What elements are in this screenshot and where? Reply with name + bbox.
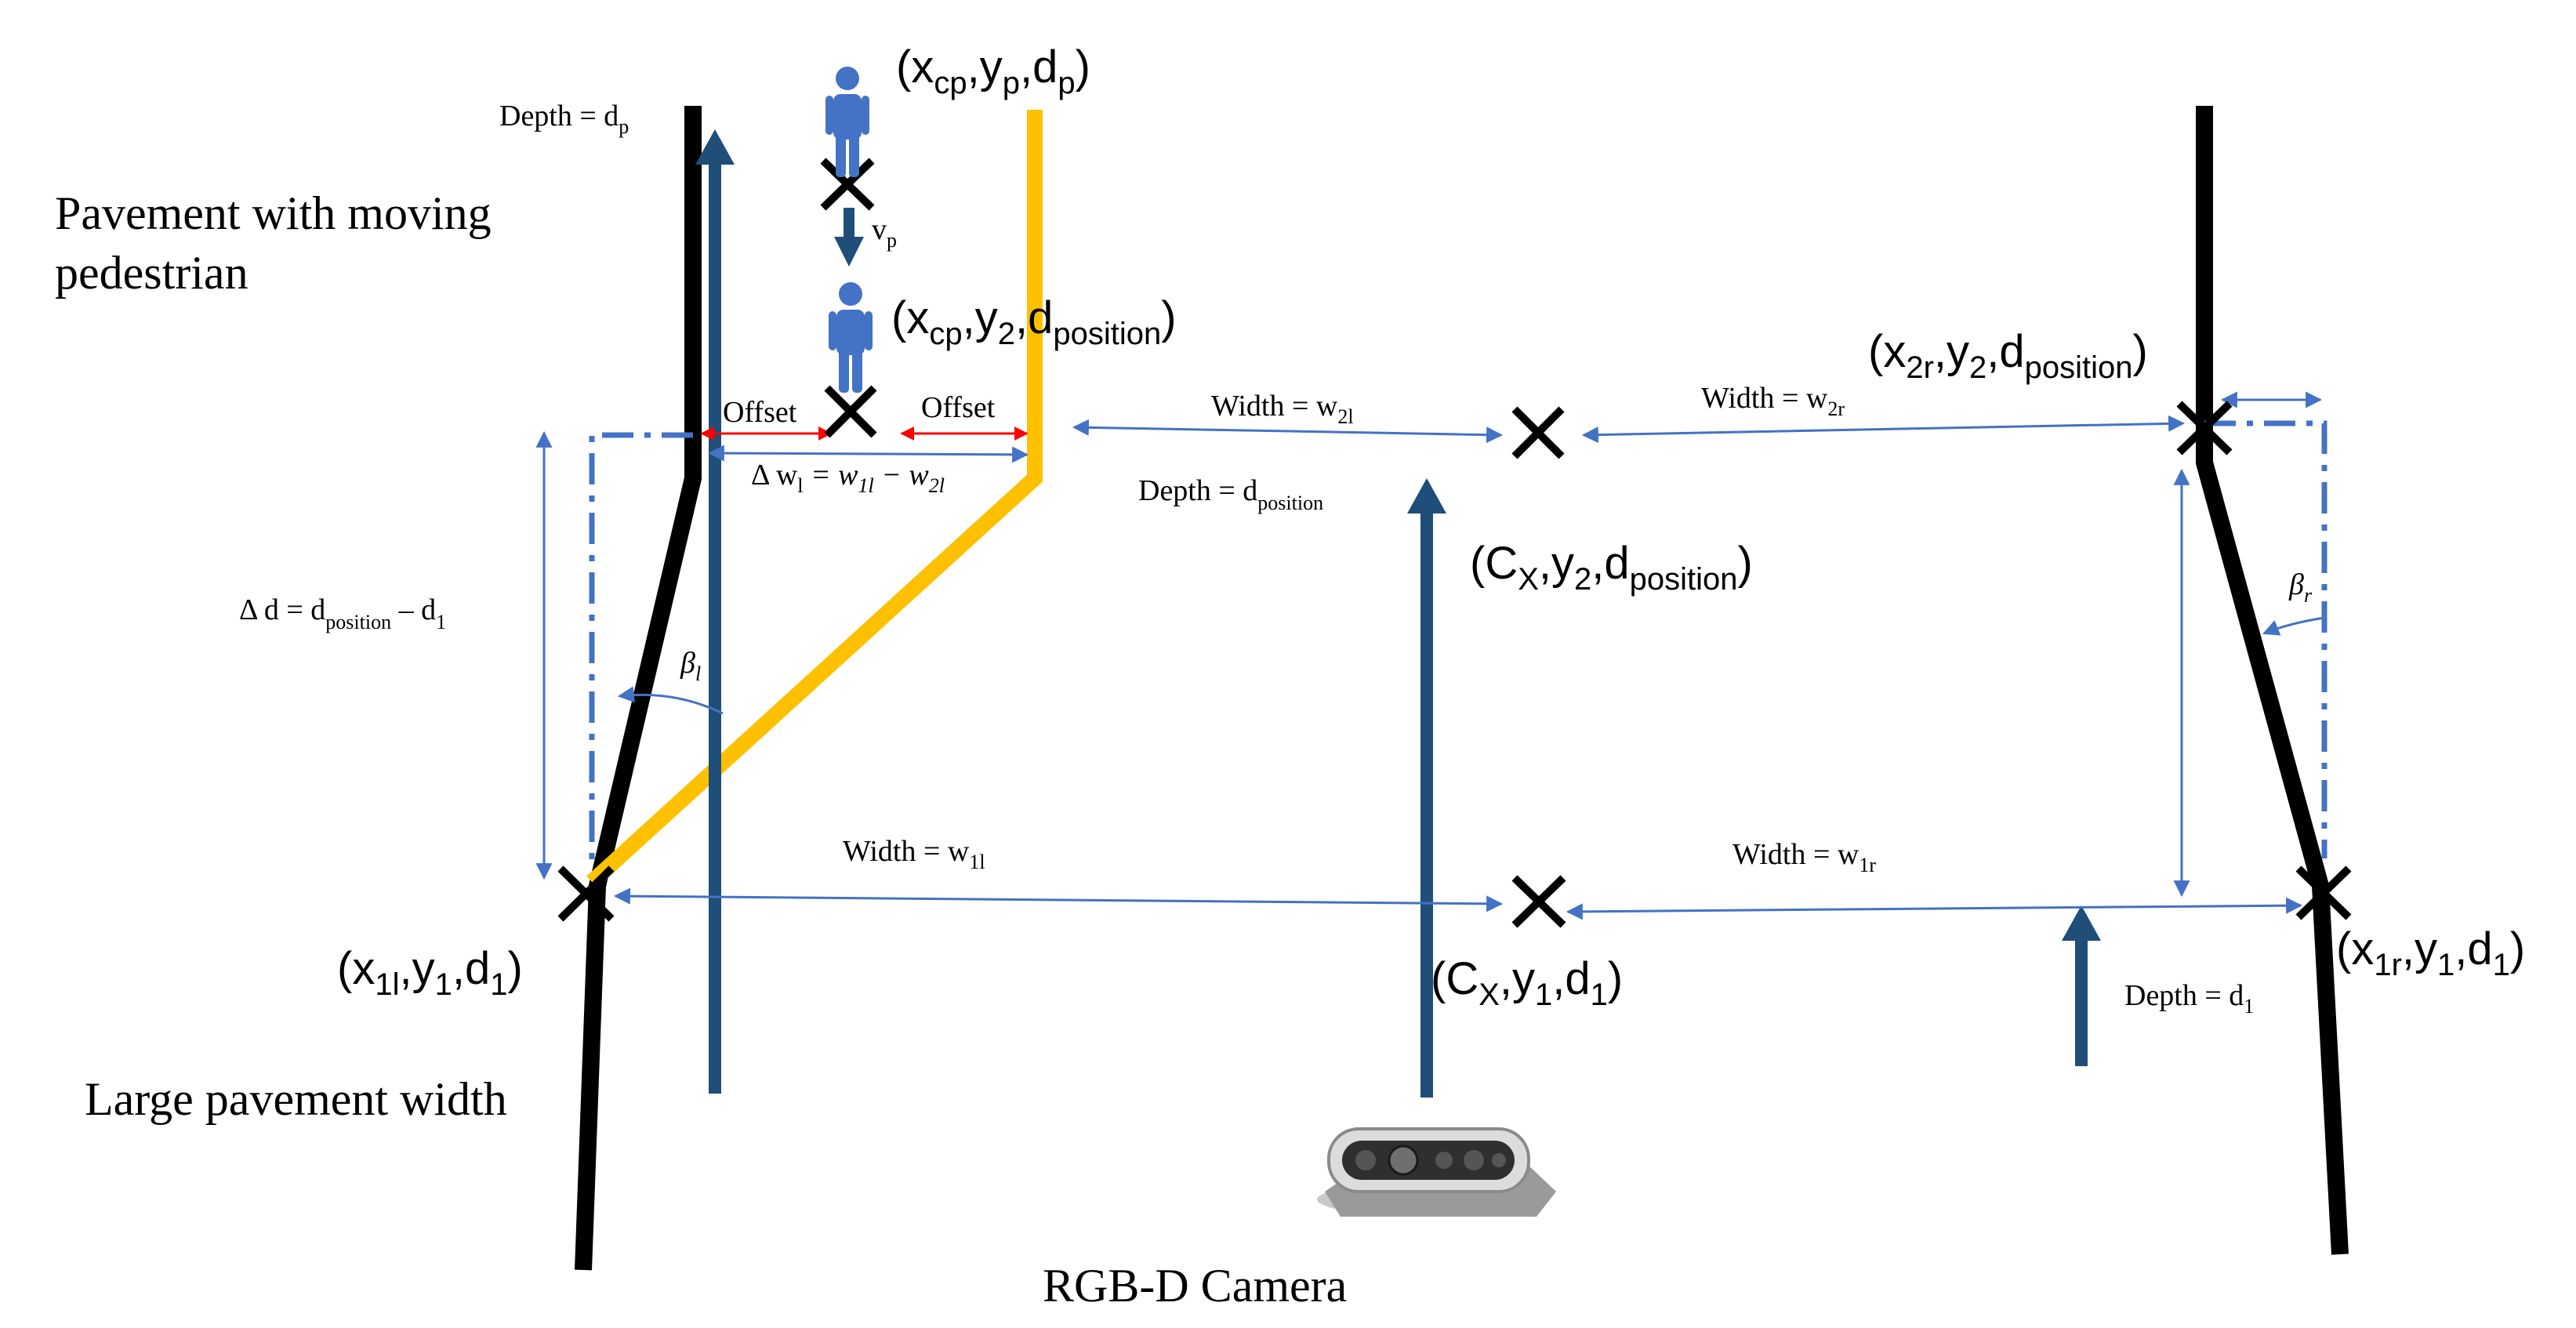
depth-position-label: Depth = dposition [1138,474,1323,514]
depth-arrow-center [1407,478,1446,1098]
beta-l-arc [617,686,724,715]
offset-right-label: Offset [921,391,996,424]
pedestrian-icon-start [825,67,869,177]
width-2l-label: Width = w2l [1211,390,1354,428]
rgbd-camera-icon [1317,1127,1556,1217]
x-marker-center-bottom [1511,875,1566,928]
delta-w-label: Δ wl = w1l − w2l [751,459,945,497]
depth-1-label: Depth = d1 [2124,979,2254,1018]
beta-r-label: βr [2288,568,2313,607]
beta-l-label: βl [680,647,701,685]
x-marker-pedestrian-now [824,385,877,438]
right-pavement-boundary [2196,106,2349,1255]
velocity-arrow [834,208,864,267]
coord-pedestrian-now: (xcp,y2,dposition) [891,292,1177,351]
width-2l-arrow [1072,419,1504,444]
x-marker-top-right [2176,401,2233,455]
depth-arrow-left [695,129,735,1094]
camera-label: RGB-D Camera [1043,1260,1347,1312]
width-1r-arrow [1566,897,2303,920]
width-1l-arrow [613,887,1504,913]
width-1r-label: Width = w1r [1732,838,1876,876]
offset-left-label: Offset [723,396,797,429]
coord-bottom-left: (x1l,y1,d1) [337,943,523,1002]
width-1l-label: Width = w1l [843,835,985,873]
depth-arrow-right [2062,905,2101,1066]
pedestrian-icon-now [829,282,873,393]
x-marker-pedestrian-start [820,158,875,211]
delta-d-label: Δ d = dposition – d1 [239,593,446,633]
coord-pedestrian-start: (xcp,yp,dp) [896,42,1090,100]
x-marker-center-top [1511,406,1565,459]
pedestrian-path-boundary [586,110,1043,888]
coord-center-bottom: (CX,y1,d1) [1431,953,1623,1012]
delta-w-arrow [707,444,1029,463]
beta-r-arc [2262,616,2325,636]
coord-bottom-right: (x1r,y1,d1) [2336,923,2525,982]
left-pavement-boundary [575,106,702,1271]
coord-top-right: (x2r,y2,dposition) [1868,326,2148,385]
width-2r-arrow [1581,415,2186,444]
region-bottom-label: Large pavement width [85,1073,507,1125]
region-top-label-line1: Pavement with moving [55,187,492,239]
x-marker-bottom-left [557,865,615,922]
width-2r-label: Width = w2r [1701,382,1845,420]
coord-center-top: (CX,y2,dposition) [1470,538,1753,597]
region-top-label-line2: pedestrian [55,247,249,299]
x-marker-bottom-right [2295,865,2352,920]
velocity-label: vp [872,213,897,252]
right-dashdot-guide [2204,420,2327,858]
depth-p-label: Depth = dp [499,100,629,138]
